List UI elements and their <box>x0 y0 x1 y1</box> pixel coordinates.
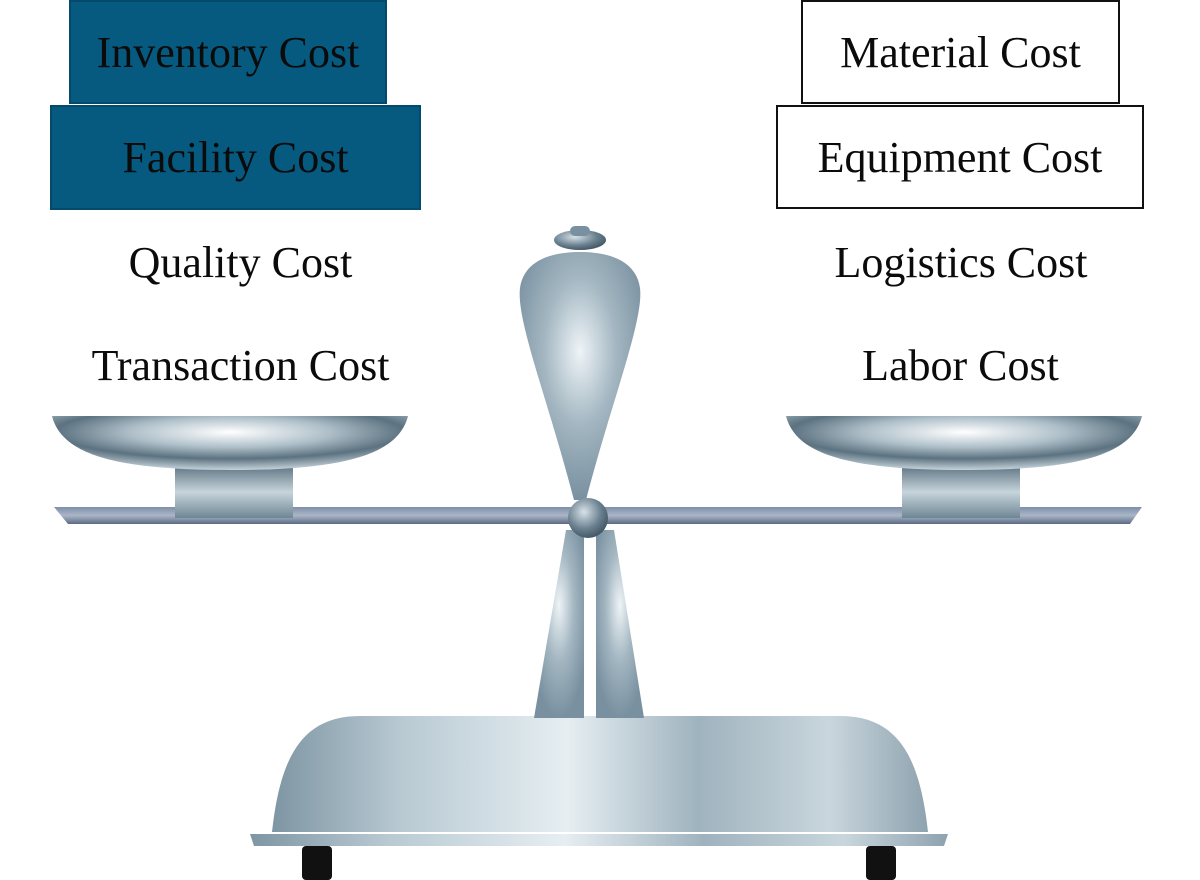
right-block-logistics-cost: Logistics Cost <box>747 210 1175 314</box>
right-block-material-cost: Material Cost <box>801 0 1120 104</box>
scale-foot-left <box>302 846 332 880</box>
left-block-quality-cost: Quality Cost <box>28 211 453 314</box>
left-block-label: Quality Cost <box>128 238 353 287</box>
pointer-cap-tip <box>570 226 590 236</box>
right-block-label: Equipment Cost <box>817 132 1103 182</box>
right-block-label: Labor Cost <box>862 341 1059 390</box>
left-block-transaction-cost: Transaction Cost <box>0 313 481 417</box>
left-block-label: Inventory Cost <box>96 27 360 77</box>
scale-foot-right <box>866 846 896 880</box>
lower-pillar-left <box>534 530 584 718</box>
scale-base-rim <box>250 834 948 846</box>
pointer-cap <box>554 230 606 250</box>
right-block-label: Material Cost <box>840 27 1081 77</box>
right-block-equipment-cost: Equipment Cost <box>776 105 1144 209</box>
right-pan <box>786 416 1142 470</box>
left-pan <box>52 416 408 470</box>
left-pan-support <box>175 466 293 518</box>
scale-base <box>272 716 928 832</box>
left-block-label: Transaction Cost <box>91 340 390 390</box>
right-block-label: Logistics Cost <box>834 237 1088 287</box>
lower-pillar-right <box>596 530 644 718</box>
left-block-facility-cost: Facility Cost <box>50 105 421 210</box>
left-block-inventory-cost: Inventory Cost <box>69 0 387 104</box>
upper-pointer <box>519 252 641 500</box>
pivot-ball <box>568 498 608 538</box>
right-pan-support <box>902 466 1020 518</box>
left-block-label: Facility Cost <box>122 133 349 182</box>
right-block-labor-cost: Labor Cost <box>721 314 1200 417</box>
